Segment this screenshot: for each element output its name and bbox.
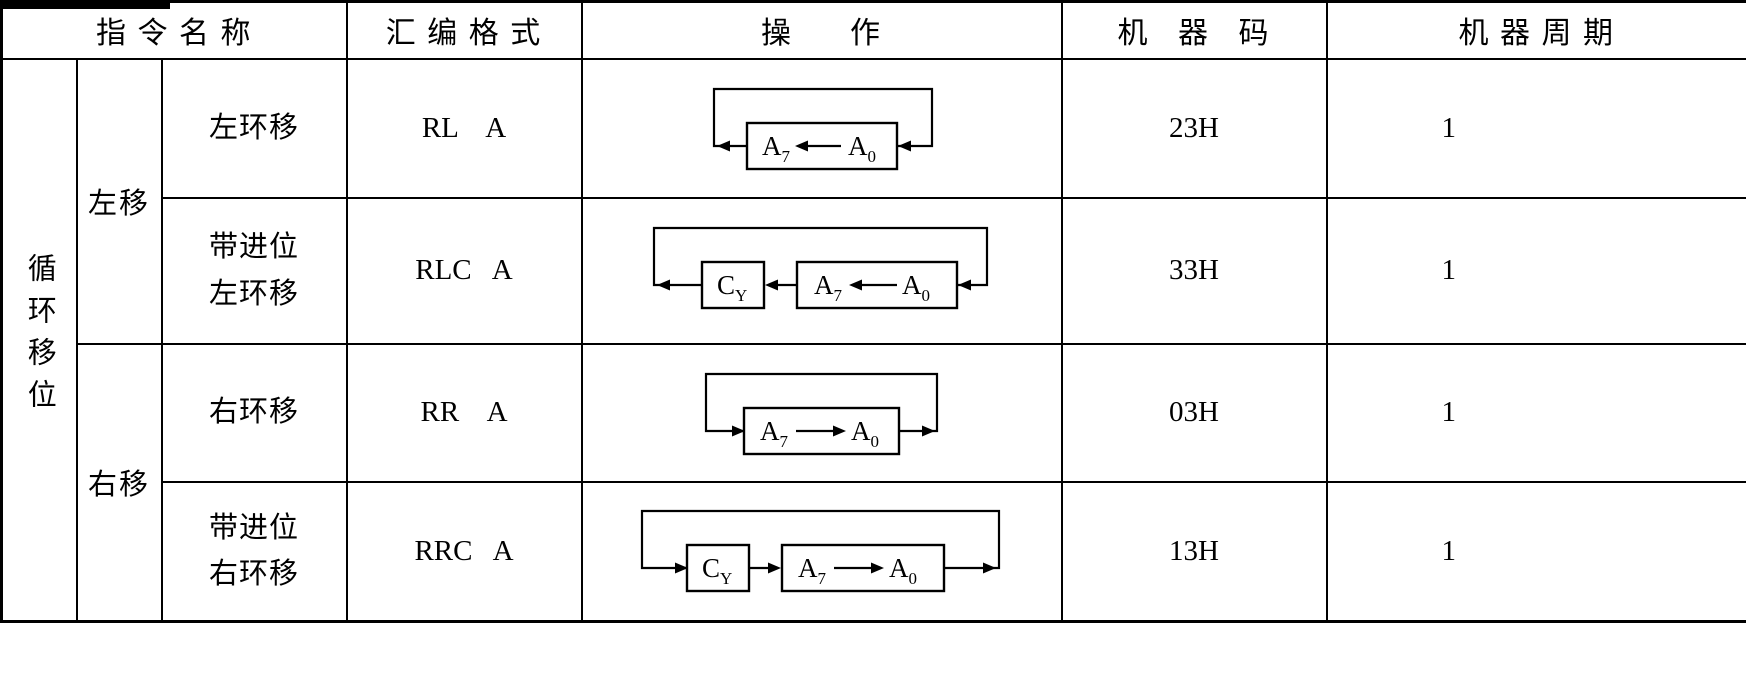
col-header-operation: 操 作 xyxy=(580,0,1063,60)
table-row-rl: 循环移位 左移 左环移 RL A xyxy=(0,57,1746,623)
operation-cell-rlc: CY A7 A0 xyxy=(580,196,1063,345)
a0-label: A0 xyxy=(889,553,917,588)
assembly-cell-rlc-a: RLC A xyxy=(345,196,583,345)
arrowheads xyxy=(674,562,996,574)
machine-cycle-cell: 1 xyxy=(1325,480,1746,623)
instruction-name-cell: 右环移 xyxy=(160,342,348,483)
subgroup-label-right-shift: 右移 xyxy=(87,469,150,502)
a0-label: A0 xyxy=(902,270,930,305)
a7-label: A7 xyxy=(814,270,843,305)
a0-label: A0 xyxy=(851,416,879,451)
assembly-cell-rrc-a: RRC A xyxy=(345,480,583,623)
rr-operation-diagram: A7 A0 xyxy=(704,372,938,455)
machine-cycle-cell: 1 xyxy=(1325,57,1746,199)
arrowheads xyxy=(731,425,935,436)
a7-label: A7 xyxy=(762,131,791,166)
rl-operation-diagram: A7 A0 xyxy=(712,87,933,170)
arrowheads xyxy=(656,279,971,290)
cy-label: CY xyxy=(702,553,732,588)
subgroup-cell-left-shift: 左移 xyxy=(75,57,163,345)
arrowheads xyxy=(716,140,911,151)
instruction-name-cell: 带进位 右环移 xyxy=(160,480,348,623)
col-header-machine-cycle: 机 器 周 期 xyxy=(1325,0,1746,60)
instruction-name-rotate-right: 右环移 xyxy=(208,396,299,429)
instruction-name-line2: 左环移 xyxy=(208,277,299,310)
instruction-name-line2: 右环移 xyxy=(208,558,299,591)
subgroup-label-left-shift: 左移 xyxy=(87,188,150,220)
table-row-rlc: 带进位 左环移 RLC A xyxy=(2,196,1746,345)
machine-cycle-value: 1 xyxy=(1441,111,1457,144)
rlc-operation-diagram: CY A7 A0 xyxy=(652,226,988,309)
cy-label: CY xyxy=(717,270,747,305)
instruction-name-line1: 带进位 xyxy=(208,511,299,544)
subgroup-cell-right-shift: 右移 xyxy=(75,342,163,623)
machine-code-cell: 23H xyxy=(1060,57,1328,199)
instruction-name-cell: 左环移 xyxy=(160,57,348,199)
machine-cycle-value: 1 xyxy=(1441,254,1457,286)
header-row: 指 令 名 称 汇 编 格 式 操 作 机 器 码 机 器 周 期 xyxy=(0,0,1746,60)
machine-code-cell: 13H xyxy=(1060,480,1328,623)
table-row-rrc: 带进位 右环移 RRC A xyxy=(2,480,1746,623)
assembly-cell-rl-a: RL A xyxy=(345,57,583,199)
carry-box xyxy=(700,260,765,309)
rrc-operation-diagram: CY A7 A0 xyxy=(640,510,1000,593)
instruction-name-cell: 带进位 左环移 xyxy=(160,196,348,345)
a7-label: A7 xyxy=(798,553,827,588)
group-label-rotate-shift: 循环移位 xyxy=(23,253,56,422)
col-header-machine-code: 机 器 码 xyxy=(1060,0,1328,60)
instruction-name-line1: 带进位 xyxy=(208,231,299,264)
machine-cycle-value: 1 xyxy=(1441,534,1457,567)
operation-cell-rl: A7 A0 xyxy=(580,57,1063,199)
a7-label: A7 xyxy=(760,416,789,451)
rotate-instruction-table: 指 令 名 称 汇 编 格 式 操 作 机 器 码 机 器 周 期 循环移位 左… xyxy=(0,0,1746,623)
machine-code-cell: 33H xyxy=(1060,196,1328,345)
machine-code-cell: 03H xyxy=(1060,342,1328,483)
machine-cycle-cell: 1 xyxy=(1325,342,1746,483)
carry-box xyxy=(685,544,750,593)
machine-cycle-cell: 1 xyxy=(1325,196,1746,345)
machine-cycle-value: 1 xyxy=(1441,396,1457,428)
col-header-instruction-name: 指 令 名 称 xyxy=(0,0,348,60)
a0-label: A0 xyxy=(848,131,876,166)
assembly-cell-rr-a: RR A xyxy=(345,342,583,483)
operation-cell-rrc: CY A7 A0 xyxy=(580,480,1063,623)
table-row-rr: 右移 右环移 RR A xyxy=(2,342,1746,623)
instruction-name-rotate-left: 左环移 xyxy=(208,111,299,144)
operation-cell-rr: A7 A0 xyxy=(580,342,1063,483)
group-cell-rotate-shift: 循环移位 xyxy=(0,57,78,623)
scan-artifact-bar xyxy=(0,0,170,9)
col-header-assembly-format: 汇 编 格 式 xyxy=(345,0,583,60)
